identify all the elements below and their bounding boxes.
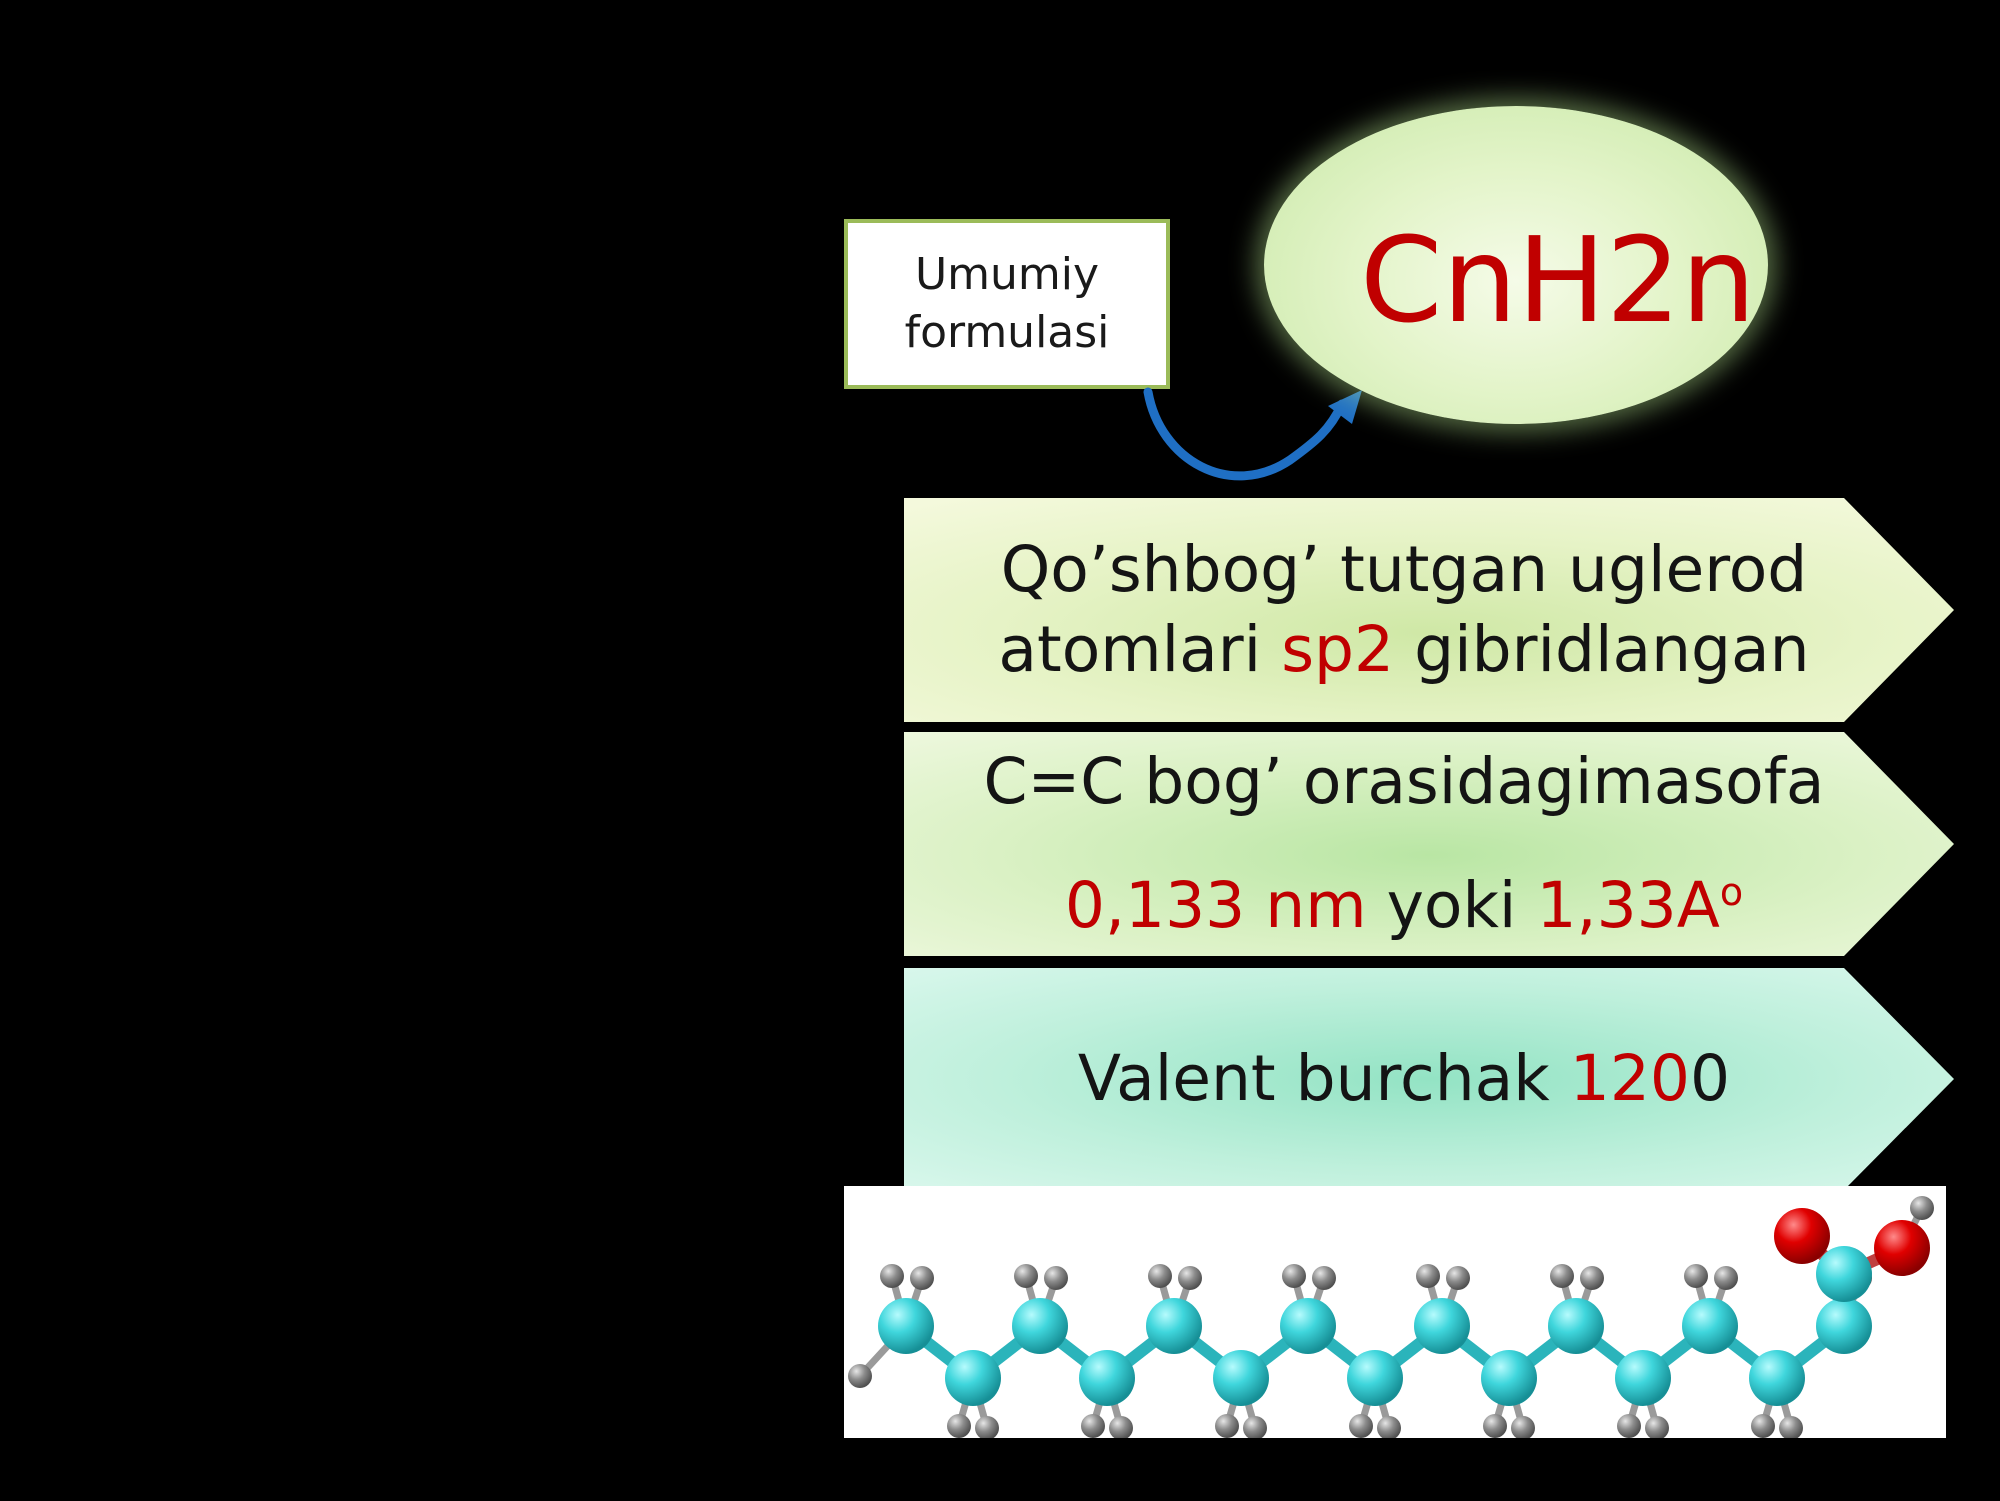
- hydrogen-atom: [1779, 1416, 1803, 1438]
- hydrogen-atom: [1714, 1266, 1738, 1290]
- hydrogen-atom: [1178, 1266, 1202, 1290]
- hydrogen-atom: [910, 1266, 934, 1290]
- chevron-shape: [904, 968, 1954, 1190]
- fact-chevron-valence-angle: Valent burchak 1200: [904, 968, 1954, 1190]
- general-formula-label-line1: Umumiy: [914, 249, 1100, 300]
- hydrogen-atom: [1081, 1414, 1105, 1438]
- hydrogen-atom: [1446, 1266, 1470, 1290]
- hydrogen-atom: [1282, 1264, 1306, 1288]
- hydrogen-atom: [1580, 1266, 1604, 1290]
- hydrogen-atom: [1377, 1416, 1401, 1438]
- carbon-atom: [1012, 1298, 1068, 1354]
- hydrogen-atom: [1014, 1264, 1038, 1288]
- chevron-shape: [904, 732, 1954, 956]
- hydrogen-atom: [1550, 1264, 1574, 1288]
- oxygen-atom: [1874, 1220, 1930, 1276]
- carbon-atom: [1816, 1298, 1872, 1354]
- fatty-acid-molecule-model: [844, 1186, 1946, 1438]
- hydrogen-atom: [1148, 1264, 1172, 1288]
- hydrogen-atom: [880, 1264, 904, 1288]
- hydrogen-atom: [1684, 1264, 1708, 1288]
- hydrogen-atom: [1416, 1264, 1440, 1288]
- sp2-highlight: sp2: [1281, 613, 1395, 686]
- carbon-atom: [1615, 1350, 1671, 1406]
- carbon-atom: [1280, 1298, 1336, 1354]
- fact-3-line: Valent burchak 1200: [1077, 1042, 1731, 1115]
- hydrogen-atom: [947, 1414, 971, 1438]
- fact-1-line2: atomlari sp2 gibridlangan: [998, 613, 1810, 686]
- fact-1-line1: Qo’shbog’ tutgan uglerod: [1000, 533, 1808, 606]
- oxygen-atom: [1774, 1208, 1830, 1264]
- carbon-atom: [1682, 1298, 1738, 1354]
- hydrogen-atom: [975, 1416, 999, 1438]
- chevron-shape: [904, 498, 1954, 722]
- formula-ellipse: [1264, 106, 1768, 424]
- hydrogen-atom: [1349, 1414, 1373, 1438]
- carbon-atom: [1146, 1298, 1202, 1354]
- general-formula-label-line2: formulasi: [904, 307, 1110, 358]
- hydrogen-atom: [1044, 1266, 1068, 1290]
- fact-2-line2: 0,133 nm yoki 1,33Ao: [1064, 869, 1744, 942]
- carbon-atom: [1079, 1350, 1135, 1406]
- angle-highlight: 120: [1569, 1042, 1690, 1115]
- carbon-atom: [1213, 1350, 1269, 1406]
- carbon-atom: [945, 1350, 1001, 1406]
- carbon-atom: [878, 1298, 934, 1354]
- general-formula: CnH2n: [1360, 211, 1756, 349]
- hydrogen-atom: [1215, 1414, 1239, 1438]
- hydrogen-atom: [1910, 1196, 1934, 1220]
- hydrogen-atom: [1645, 1416, 1669, 1438]
- curved-arrow-icon: [1143, 387, 1362, 481]
- carbon-atom: [1347, 1350, 1403, 1406]
- hydrogen-atom: [1617, 1414, 1641, 1438]
- hydrogen-atom: [1483, 1414, 1507, 1438]
- hydrogen-atom: [1312, 1266, 1336, 1290]
- hydrogen-atom: [1243, 1416, 1267, 1438]
- fact-chevron-hybridization: Qo’shbog’ tutgan uglerod atomlari sp2 gi…: [904, 498, 1954, 722]
- carbon-atom: [1548, 1298, 1604, 1354]
- hydrogen-atom: [848, 1364, 872, 1388]
- fact-2-line1: C=C bog’ orasidagimasofa: [983, 745, 1825, 818]
- bond-length-angstrom: 1,33Ao: [1536, 869, 1744, 942]
- carbon-atom: [1749, 1350, 1805, 1406]
- hydrogen-atom: [1511, 1416, 1535, 1438]
- carbon-atom: [1481, 1350, 1537, 1406]
- bond-length-nm: 0,133 nm: [1064, 869, 1367, 942]
- fact-chevron-bond-length: C=C bog’ orasidagimasofa 0,133 nm yoki 1…: [904, 732, 1954, 956]
- carbon-atom: [1816, 1246, 1872, 1302]
- general-formula-label: Umumiy formulasi: [844, 219, 1170, 389]
- hydrogen-atom: [1109, 1416, 1133, 1438]
- hydrogen-atom: [1751, 1414, 1775, 1438]
- carbon-atom: [1414, 1298, 1470, 1354]
